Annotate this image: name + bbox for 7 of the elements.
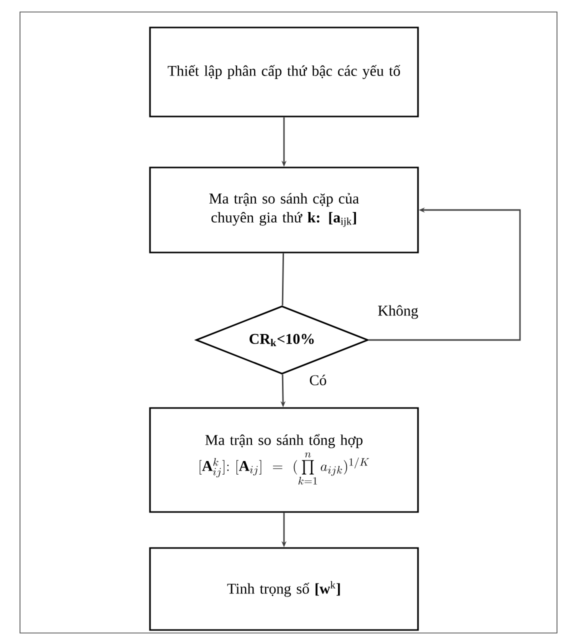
- process-box: Thiết lập phân cấp thứ bậc các yếu tố: [149, 26, 419, 118]
- edge-label: Có: [308, 374, 328, 386]
- edge-label: Không: [376, 304, 420, 320]
- connector-line: [282, 253, 284, 306]
- process-box: Ma trận so sánh cặp của chuyên gia thứ k: [a$_{ijk}$]: [149, 166, 419, 254]
- process-box: Ma trận so sánh tổng hợp $[\mathbf{A}_{ij}^{k}]\mathbf{:}\ [\mathbf{A}_{ij}]=(\prod\limits_{k=1}^{n} a_{ijk})^{1/K}$: [149, 407, 419, 513]
- process-box: Tinh trọng số [w$^{k}$]: [149, 547, 419, 631]
